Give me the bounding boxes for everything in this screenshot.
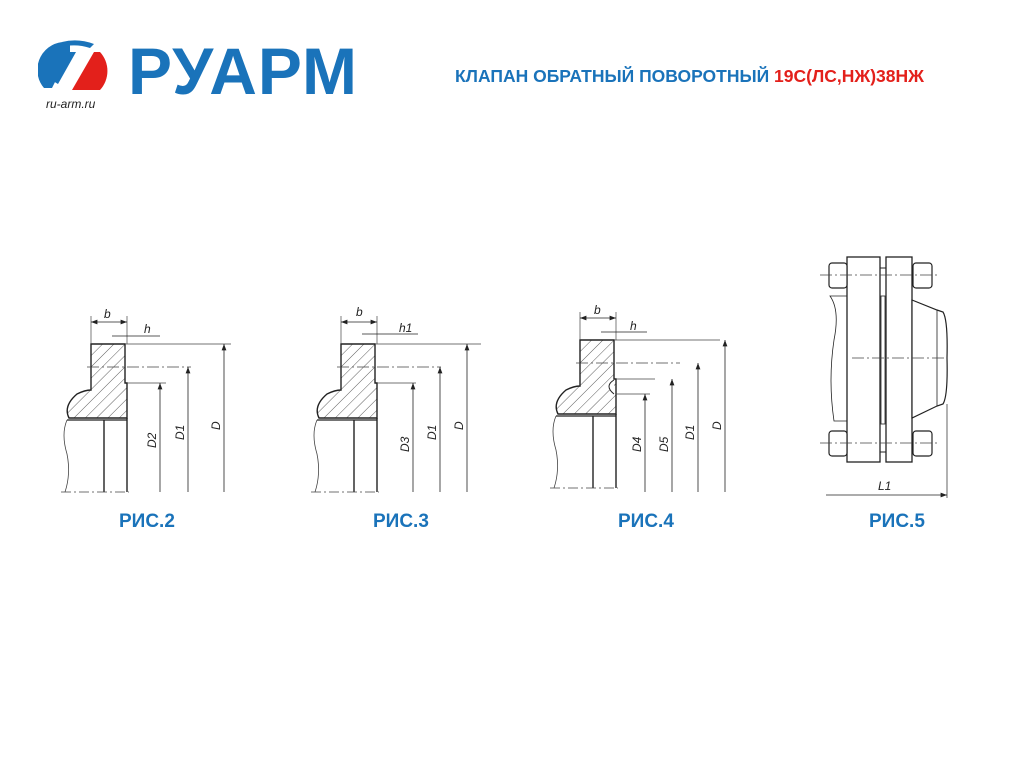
page-title: КЛАПАН ОБРАТНЫЙ ПОВОРОТНЫЙ 19С(ЛС,НЖ)38Н…: [455, 66, 924, 87]
dim-label: D: [209, 421, 223, 430]
title-model: 19С(ЛС,НЖ)38НЖ: [774, 66, 924, 86]
figure-caption: РИС.5: [869, 511, 925, 532]
dim-label: h1: [399, 321, 412, 335]
dim-label: D2: [145, 432, 159, 448]
brand-url: ru-arm.ru: [46, 97, 96, 111]
dim-label: D1: [425, 425, 439, 440]
figure-2-drawing: b h D2 D1 D: [61, 307, 231, 492]
figure-caption: РИС.3: [373, 511, 429, 532]
figure-5-drawing: L1: [820, 256, 948, 498]
dim-label: L1: [878, 479, 891, 493]
dim-label: D: [452, 421, 466, 430]
dim-label: D1: [173, 425, 187, 440]
dim-label: D3: [398, 436, 412, 452]
figure-caption: РИС.2: [119, 511, 175, 532]
figure-caption: РИС.4: [618, 511, 674, 532]
dim-label: b: [594, 303, 601, 317]
dim-label: D1: [683, 425, 697, 440]
dim-label: b: [356, 305, 363, 319]
dim-label: D5: [657, 436, 671, 452]
title-main: КЛАПАН ОБРАТНЫЙ ПОВОРОТНЫЙ: [455, 66, 775, 86]
figure-4-drawing: b h D4 D5 D1 D: [550, 303, 728, 492]
dim-label: D4: [630, 436, 644, 452]
dim-label: b: [104, 307, 111, 321]
logo-icon: [38, 40, 108, 90]
dim-label: D: [710, 421, 724, 430]
figure-3-drawing: b h1 D3 D1 D: [311, 305, 481, 492]
dim-label: h: [630, 319, 637, 333]
brand-logo-text: РУАРМ: [128, 34, 359, 108]
dim-label: h: [144, 322, 151, 336]
